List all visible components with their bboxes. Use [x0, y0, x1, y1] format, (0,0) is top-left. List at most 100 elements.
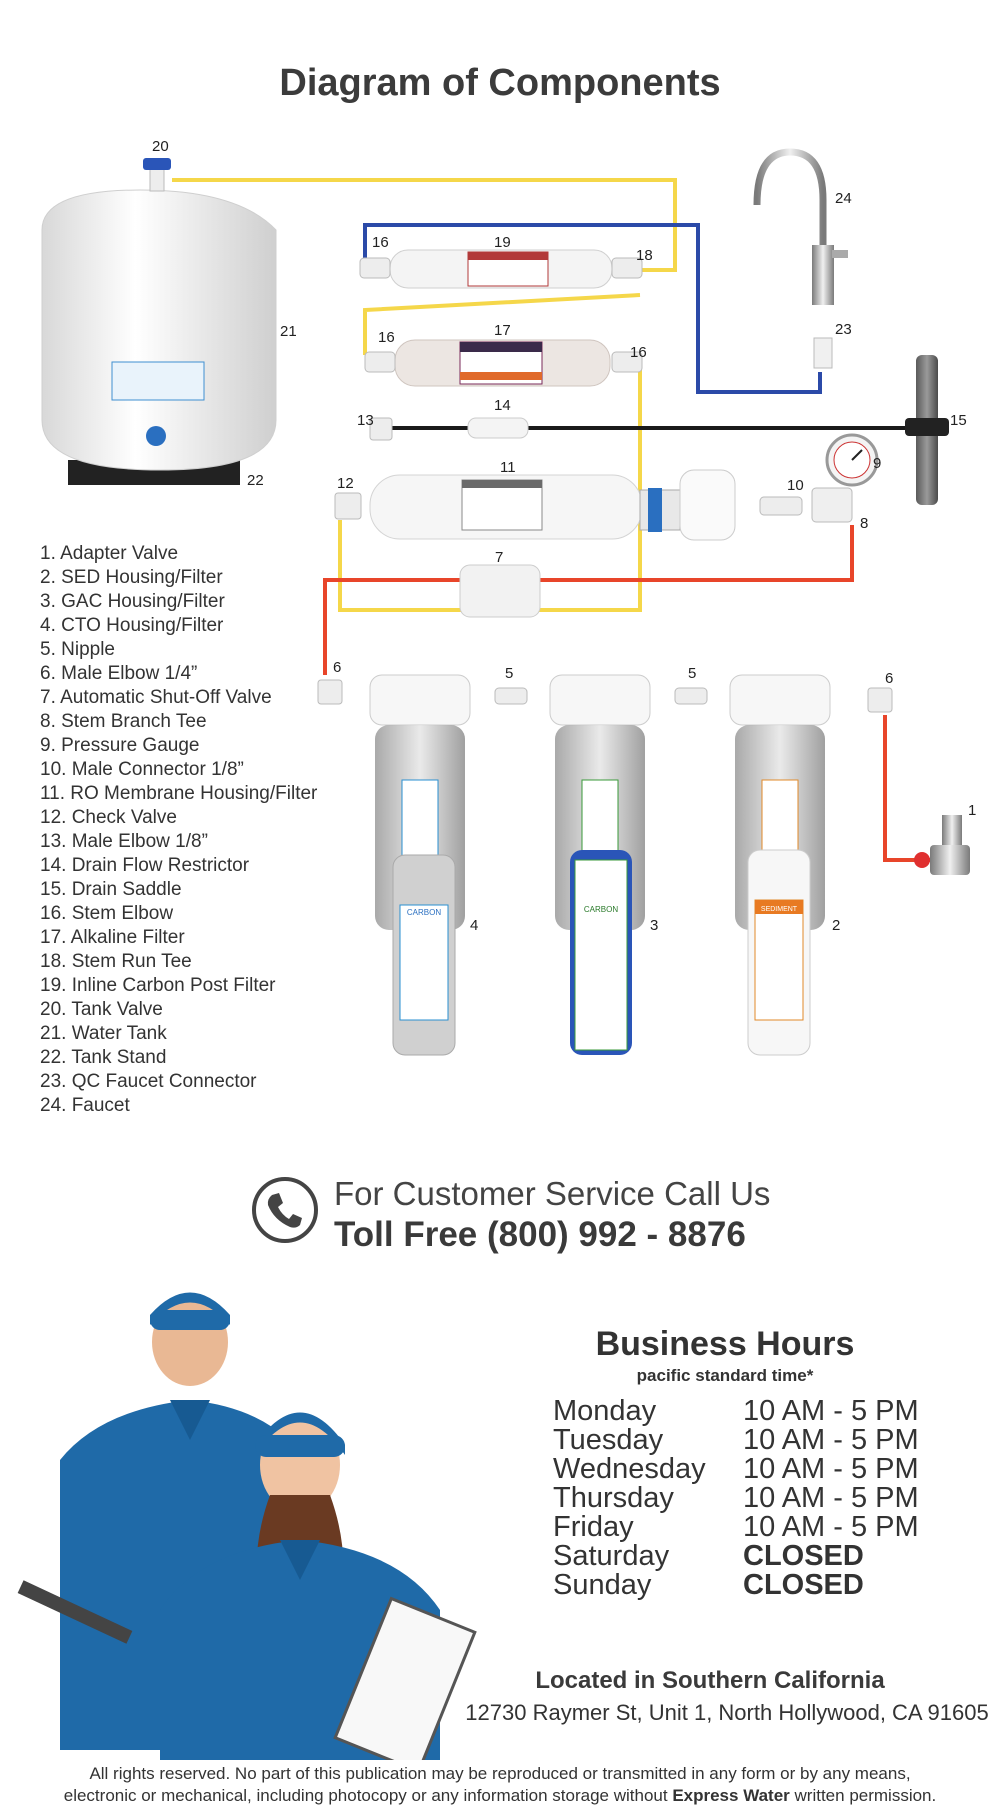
svg-text:21: 21: [280, 323, 297, 340]
svg-text:18: 18: [636, 247, 653, 264]
legend-item: 10. Male Connector 1/8”: [40, 758, 317, 782]
location-title: Located in Southern California: [470, 1667, 950, 1695]
sed-housing: SEDIMENT: [730, 675, 830, 1055]
hours-value: CLOSED: [743, 1542, 919, 1571]
stem-branch-tee: [812, 488, 852, 522]
ro-membrane-housing: [335, 470, 735, 540]
customer-service: For Customer Service Call Us Toll Free (…: [250, 1175, 810, 1265]
day-label: Tuesday: [553, 1426, 743, 1455]
svg-text:13: 13: [357, 412, 374, 429]
day-label: Monday: [553, 1397, 743, 1426]
adapter-valve: [914, 815, 970, 875]
drain-flow-restrictor: [468, 418, 528, 438]
hours-value: CLOSED: [743, 1571, 919, 1600]
svg-text:6: 6: [333, 659, 341, 676]
nipple-1: [495, 688, 527, 704]
qc-faucet-connector: [814, 338, 832, 368]
svg-text:9: 9: [873, 455, 881, 472]
day-label: Friday: [553, 1513, 743, 1542]
svg-text:4: 4: [470, 917, 478, 934]
svg-text:11: 11: [500, 459, 516, 476]
legend-item: 24. Faucet: [40, 1094, 317, 1118]
legend-item: 15. Drain Saddle: [40, 878, 317, 902]
footer-suffix: written permission.: [790, 1786, 936, 1805]
svg-text:23: 23: [835, 321, 852, 338]
support-staff-photo: [0, 1270, 520, 1760]
male-elbow-14-out: [868, 688, 892, 712]
legend-item: 8. Stem Branch Tee: [40, 710, 317, 734]
svg-text:12: 12: [337, 475, 354, 492]
auto-shutoff-valve: [460, 565, 540, 617]
day-label: Saturday: [553, 1542, 743, 1571]
svg-text:22: 22: [247, 472, 264, 489]
legend-item: 2. SED Housing/Filter: [40, 566, 317, 590]
svg-text:17: 17: [494, 322, 511, 339]
toll-free-number[interactable]: Toll Free (800) 992 - 8876: [334, 1215, 746, 1255]
svg-text:20: 20: [152, 138, 169, 155]
svg-text:15: 15: [950, 412, 967, 429]
red-tube-adapter: [885, 715, 930, 860]
copyright-footer: All rights reserved. No part of this pub…: [0, 1763, 1000, 1807]
svg-text:24: 24: [835, 190, 852, 207]
legend-item: 6. Male Elbow 1/4”: [40, 662, 317, 686]
gac-housing: CARBON: [550, 675, 650, 1055]
legend-item: 7. Automatic Shut-Off Valve: [40, 686, 317, 710]
legend-item: 19. Inline Carbon Post Filter: [40, 974, 317, 998]
legend-item: 20. Tank Valve: [40, 998, 317, 1022]
customer-service-text: For Customer Service Call Us: [334, 1175, 770, 1213]
footer-line-1: All rights reserved. No part of this pub…: [0, 1763, 1000, 1785]
svg-text:14: 14: [494, 397, 511, 414]
tank-drain-cap: [146, 426, 166, 446]
svg-text:16: 16: [372, 234, 389, 251]
red-tube-feed: [325, 525, 852, 675]
legend-item: 21. Water Tank: [40, 1022, 317, 1046]
day-label: Thursday: [553, 1484, 743, 1513]
svg-text:7: 7: [495, 549, 503, 566]
legend-item: 23. QC Faucet Connector: [40, 1070, 317, 1094]
hours-value: 10 AM - 5 PM: [743, 1513, 919, 1542]
footer-line-2: electronic or mechanical, including phot…: [0, 1785, 1000, 1807]
legend-item: 9. Pressure Gauge: [40, 734, 317, 758]
legend-item: 1. Adapter Valve: [40, 542, 317, 566]
water-tank: [42, 158, 276, 485]
address: 12730 Raymer St, Unit 1, North Hollywood…: [462, 1700, 992, 1726]
svg-text:CARBON: CARBON: [584, 905, 618, 914]
svg-text:8: 8: [860, 515, 868, 532]
phone-icon: [250, 1175, 320, 1245]
legend-item: 5. Nipple: [40, 638, 317, 662]
svg-text:10: 10: [787, 477, 804, 494]
svg-text:6: 6: [885, 670, 893, 687]
svg-text:CARBON: CARBON: [407, 908, 441, 917]
legend-item: 17. Alkaline Filter: [40, 926, 317, 950]
svg-text:5: 5: [505, 665, 513, 682]
legend-item: 13. Male Elbow 1/8”: [40, 830, 317, 854]
hours-value: 10 AM - 5 PM: [743, 1484, 919, 1513]
male-connector-18: [760, 497, 802, 515]
tank-label: [112, 362, 204, 400]
business-hours-title: Business Hours: [560, 1325, 890, 1364]
svg-text:5: 5: [688, 665, 696, 682]
hours-value: 10 AM - 5 PM: [743, 1426, 919, 1455]
day-label: Wednesday: [553, 1455, 743, 1484]
check-valve: [335, 493, 361, 519]
legend-item: 3. GAC Housing/Filter: [40, 590, 317, 614]
legend-item: 22. Tank Stand: [40, 1046, 317, 1070]
svg-text:16: 16: [378, 329, 395, 346]
post-carbon-filter: [360, 250, 642, 288]
svg-text:1: 1: [968, 802, 976, 819]
svg-text:16: 16: [630, 344, 647, 361]
legend-item: 18. Stem Run Tee: [40, 950, 317, 974]
drain-saddle: [905, 418, 949, 436]
pressure-gauge: [827, 435, 877, 485]
legend-item: 11. RO Membrane Housing/Filter: [40, 782, 317, 806]
day-label: Sunday: [553, 1571, 743, 1600]
hours-value: 10 AM - 5 PM: [743, 1397, 919, 1426]
nipple-2: [675, 688, 707, 704]
